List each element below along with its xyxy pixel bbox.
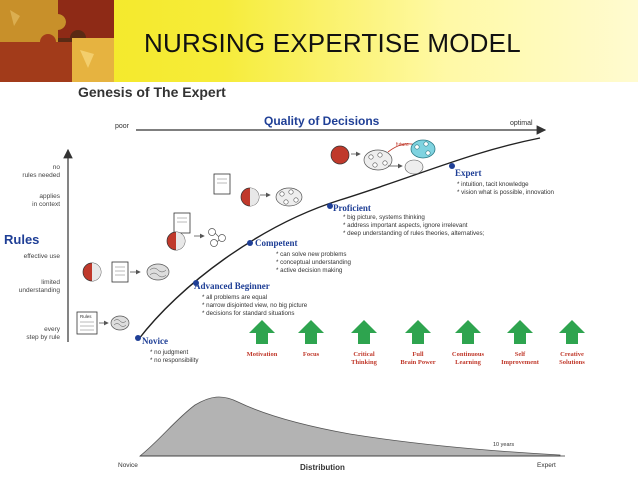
distribution-label: Distribution [300,463,345,472]
proficient-point-2: * address important aspects, ignore irre… [343,222,468,229]
novice-point-1: * no judgment [150,349,188,356]
quality-axis-label: Quality of Decisions [264,114,380,128]
stage-proficient-title: Proficient [333,203,371,213]
expert-point-2: * vision what is possible, innovation [457,189,555,196]
arrow-up-icon-continuous-learning [455,320,481,344]
distribution-note: 10 years [493,442,514,448]
distribution-end-label: Expert [537,462,556,469]
stage-expert-title: Expert [455,168,482,178]
factor-critical-thinking-line1: Critical [353,351,374,358]
factor-full-brain-power-line2: Brain Power [400,359,435,366]
ball-icon-4 [331,146,349,164]
novice-illustration: Rules [77,312,129,334]
advanced-beginner-point-1: * all problems are equal [202,294,267,301]
network-cluster-icon-2 [364,150,392,170]
rules-level-2-line1: applies [39,193,60,200]
rules-axis-label: Rules [4,232,39,247]
arrow-up-icon-full-brain-power [405,320,431,344]
proficient-point-1: * big picture, systems thinking [343,214,425,221]
factor-focus: Focus [303,351,320,358]
expert-point-1: * intuition, tacit knowledge [457,181,529,188]
rules-level-4-line1: limited [41,279,60,286]
brain-icon-2 [147,264,169,280]
diagram-subtitle: Genesis of The Expert [78,84,226,100]
arrow-up-icon-motivation [249,320,275,344]
factor-continuous-learning-line1: Continuous [452,351,485,358]
rules-level-4-line2: understanding [19,287,61,294]
future-label: future [396,142,409,148]
competent-point-2: * conceptual understanding [276,259,352,266]
factor-creative-solutions-line2: Solutions [559,359,585,366]
advanced-beginner-illustration [83,262,169,282]
factor-self-improvement-line1: Self [515,351,526,358]
rules-level-labels: no rules needed applies in context effec… [19,164,61,341]
competent-illustration [167,213,226,250]
rules-card-text-1: Rules [80,314,92,319]
factor-creative-solutions-line1: Creative [560,351,584,358]
rules-level-5-line2: step by rule [26,334,60,341]
advanced-beginner-point-2: * narrow disjointed view, no big picture [202,302,308,309]
rules-level-5-line1: every [44,326,61,333]
vision-cluster-icon [411,140,435,158]
quality-optimal-label: optimal [510,120,533,127]
arrow-up-icon-self-improvement [507,320,533,344]
competent-point-1: * can solve new problems [276,251,347,258]
stage-advanced-beginner-title: Advanced Beginner [194,281,270,291]
rules-card-icon-4 [214,174,230,194]
stage-novice-title: Novice [142,336,168,346]
competent-point-3: * active decision making [276,267,343,274]
arrow-up-icon-creative-solutions [559,320,585,344]
proficient-illustration [214,174,302,206]
arrow-up-icon-focus [298,320,324,344]
novice-point-2: * no responsibility [150,357,199,364]
factor-full-brain-power-line1: Full [412,351,423,358]
rules-level-2-line2: in context [32,201,60,208]
novice-dot [135,335,141,341]
arrow-up-icon-critical-thinking [351,320,377,344]
rules-card-icon-3 [174,213,190,233]
rules-level-1-line2: rules needed [22,172,60,179]
advanced-beginner-point-3: * decisions for standard situations [202,310,295,317]
factor-continuous-learning-line2: Learning [455,359,481,366]
growth-arrows [249,320,585,344]
quality-poor-label: poor [115,123,130,130]
factor-self-improvement-line2: Improvement [501,359,540,366]
concept-node-icon [209,229,216,236]
factor-critical-thinking-line2: Thinking [351,359,377,366]
proficient-point-3: * deep understanding of rules theories, … [343,230,485,237]
factor-motivation: Motivation [247,351,278,358]
competent-dot [247,240,253,246]
brain-icon [111,316,129,330]
rules-level-3: effective use [24,253,61,260]
expert-illustration: future [331,140,435,174]
stage-competent-title: Competent [255,238,298,248]
distribution-start-label: Novice [118,462,138,469]
rules-card-icon-2 [112,262,128,282]
rules-level-1-line1: no [53,164,61,171]
